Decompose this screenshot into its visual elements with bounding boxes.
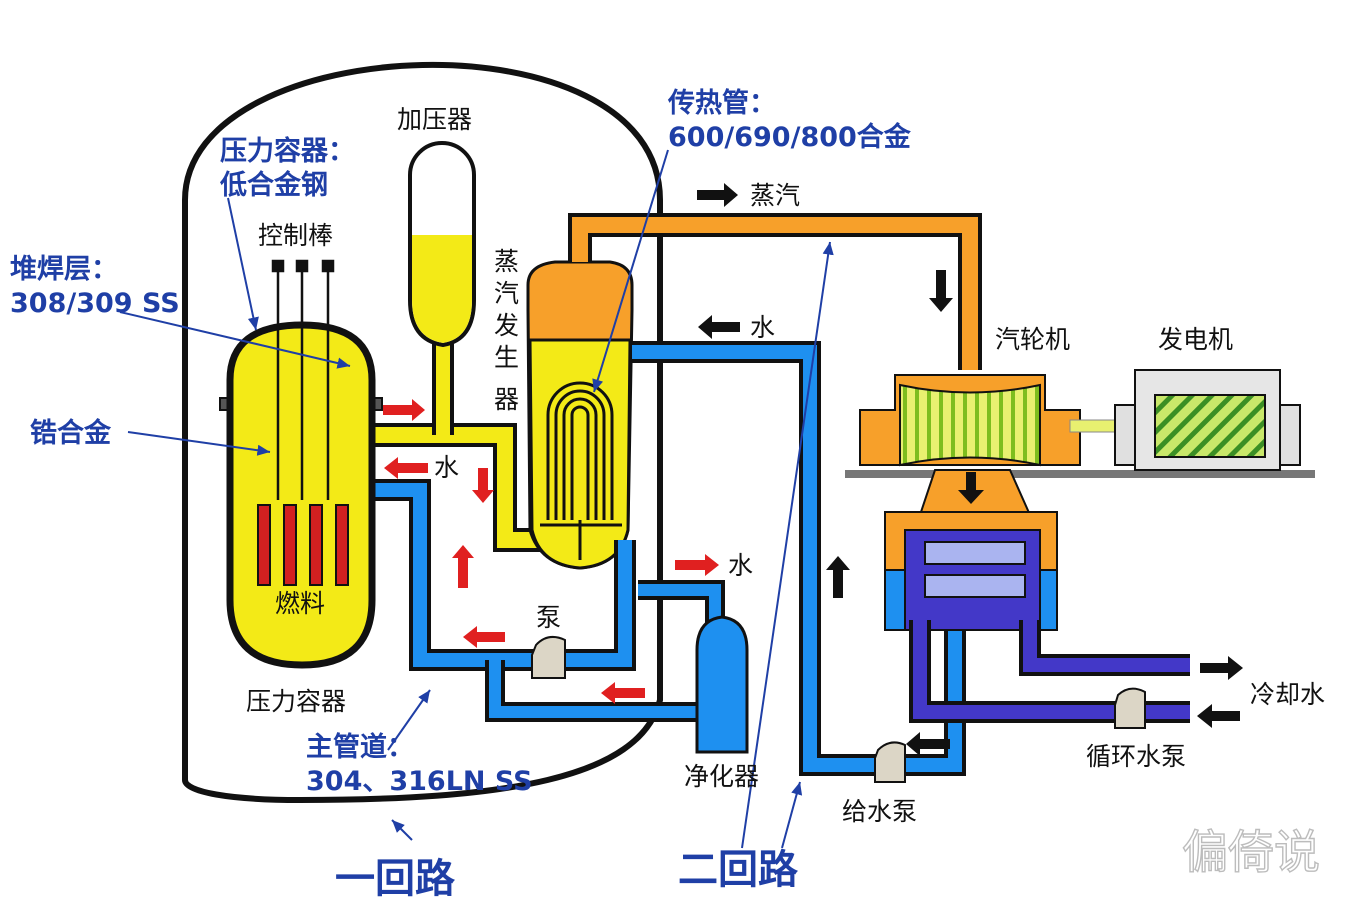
water-return-label: 水: [750, 313, 775, 342]
secondary-flow-arrows: [697, 183, 1243, 756]
cooling-loop: [909, 620, 1190, 729]
vessel-material-title: 压力容器：: [220, 135, 355, 167]
control-rods-label: 控制棒: [258, 221, 333, 250]
zirconium-label: 锆合金: [30, 417, 112, 449]
water-out-label: 水: [728, 551, 753, 580]
primary-loop-label: 一回路: [335, 856, 456, 902]
secondary-loop-label: 二回路: [678, 847, 799, 893]
watermark: 偏倚说: [1182, 825, 1320, 879]
purifier-tank: [695, 615, 749, 754]
tube-material-value: 600/690/800合金: [668, 121, 912, 153]
purifier-label: 净化器: [684, 762, 759, 791]
blue-piping: [372, 341, 966, 776]
circ-pump-label: 循环水泵: [1086, 742, 1186, 771]
primary-pump-icon: [531, 635, 566, 679]
tube-material-title: 传热管：: [667, 88, 776, 119]
pump-label: 泵: [536, 603, 561, 632]
sg-label-char-5: 器: [494, 385, 519, 414]
reactor-vessel: [219, 259, 383, 669]
cooling-water-label: 冷却水: [1250, 680, 1325, 709]
primary-loop: [370, 141, 634, 570]
sg-label-char-3: 发: [494, 311, 519, 340]
control-rods: [271, 259, 335, 500]
steam-generator: [526, 260, 634, 570]
pipe-material-title: 主管道：: [306, 731, 414, 763]
fuel-rods: [257, 504, 349, 586]
water-primary-label: 水: [434, 453, 459, 482]
leader-lines: [119, 149, 834, 849]
fuel-label: 燃料: [275, 589, 325, 618]
steam-label: 蒸汽: [750, 181, 800, 210]
cladding-value: 308/309 SS: [10, 288, 180, 319]
feed-pump-icon: [874, 741, 906, 783]
condenser: [884, 469, 1058, 631]
cladding-title: 堆焊层：: [10, 254, 118, 285]
vessel-material-value: 低合金钢: [219, 169, 328, 201]
sg-label-char-1: 蒸: [494, 247, 519, 276]
generator: [1114, 369, 1301, 471]
primary-flow-arrows: [383, 399, 719, 704]
turbine: [845, 374, 1315, 478]
pressure-vessel-label: 压力容器: [246, 687, 346, 716]
turbine-label: 汽轮机: [995, 325, 1070, 354]
sg-label-char-2: 汽: [494, 279, 519, 308]
sg-label-char-4: 生: [494, 343, 519, 372]
steam-line: [568, 213, 982, 370]
pressurizer: [408, 141, 476, 348]
pipe-material-value: 304、316LN SS: [306, 766, 533, 797]
generator-label: 发电机: [1158, 325, 1233, 354]
pressurizer-label: 加压器: [397, 105, 472, 134]
feed-pump-label: 给水泵: [842, 797, 917, 826]
